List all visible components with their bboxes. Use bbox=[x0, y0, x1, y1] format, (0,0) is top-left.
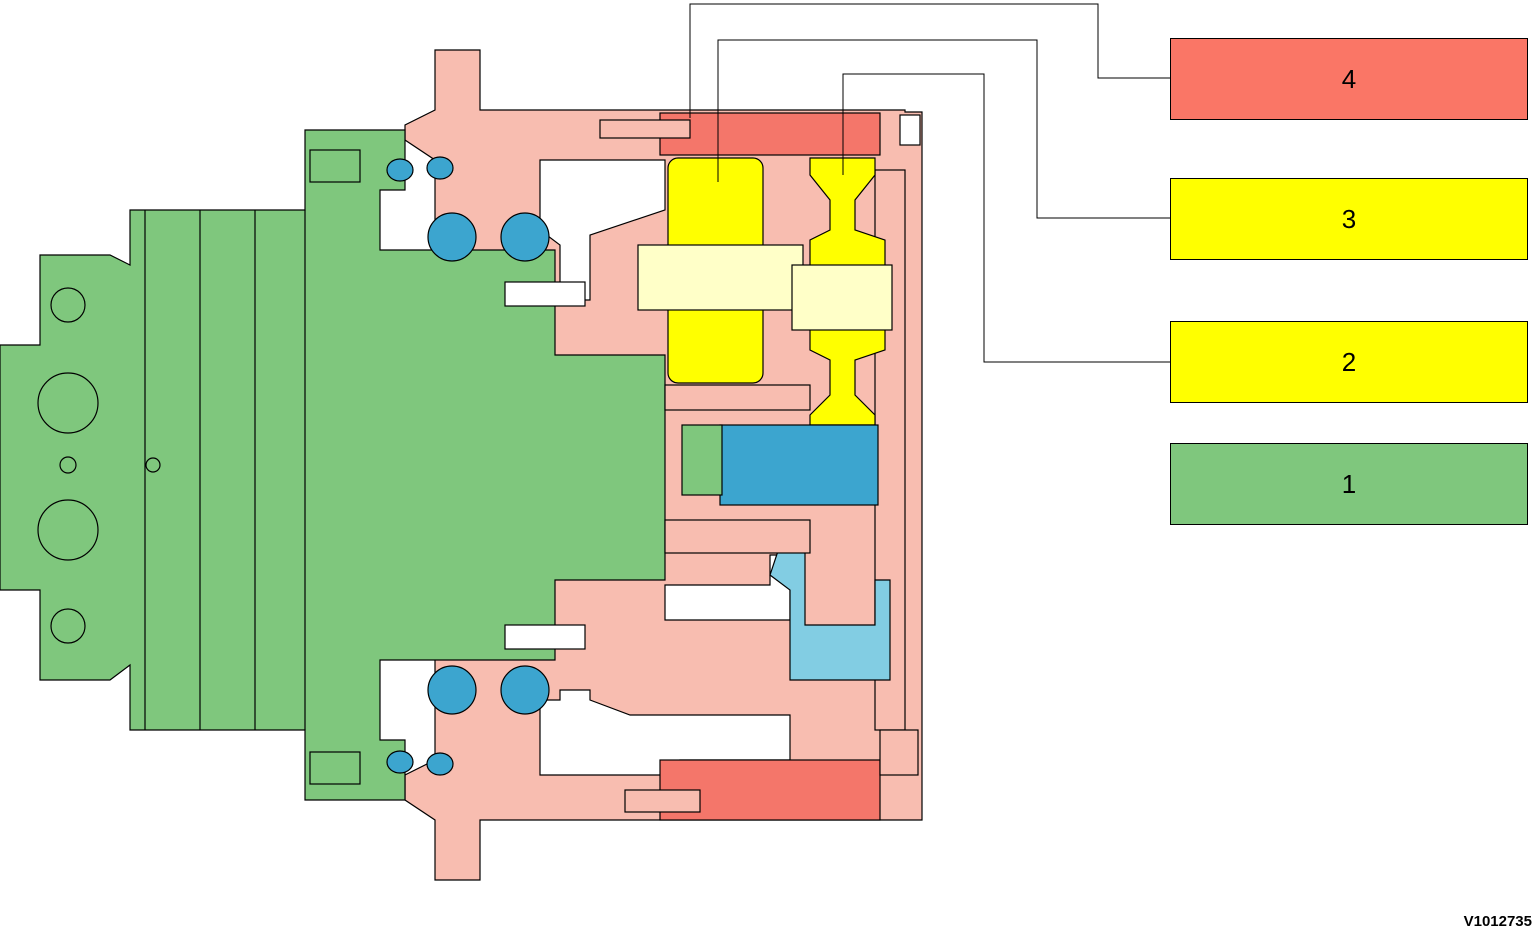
legend-item-planet-gear-2: 2 bbox=[1170, 321, 1528, 403]
main-bearing-3 bbox=[427, 665, 477, 715]
legend-item-ring-gear: 4 bbox=[1170, 38, 1528, 120]
main-bearing-1 bbox=[427, 212, 477, 262]
planet-pin-1 bbox=[637, 244, 804, 311]
housing-web bbox=[664, 384, 811, 411]
figure-id: V1012735 bbox=[1463, 913, 1532, 930]
leader-line-3 bbox=[717, 39, 1170, 219]
legend-label: 3 bbox=[1341, 203, 1357, 234]
motor-port-4 bbox=[50, 608, 86, 644]
sun-shaft-spline bbox=[681, 424, 723, 496]
housing-web-2 bbox=[664, 519, 811, 554]
motor-plug-2 bbox=[145, 457, 161, 473]
housing-cavity-bottom bbox=[539, 689, 791, 776]
legend-item-motor: 1 bbox=[1170, 443, 1528, 525]
seal-bearing-2 bbox=[426, 156, 454, 180]
seal-bearing-1 bbox=[386, 158, 414, 182]
housing-bolt-bottom bbox=[624, 789, 701, 813]
leader-line-2 bbox=[842, 73, 1170, 363]
hydraulic-motor bbox=[0, 129, 666, 801]
leader-line-4 bbox=[689, 3, 1170, 118]
sun-shaft bbox=[719, 424, 879, 506]
cover-bolt-bottom bbox=[879, 729, 919, 776]
motor-port-1 bbox=[50, 287, 86, 323]
ring-gear-top bbox=[659, 112, 881, 156]
cover-bolt-top bbox=[899, 114, 921, 146]
legend-label: 2 bbox=[1341, 346, 1357, 377]
planet-carrier bbox=[769, 544, 891, 681]
planet-pin-2 bbox=[791, 264, 893, 331]
legend-label: 4 bbox=[1341, 63, 1357, 94]
seal-bearing-4 bbox=[426, 752, 454, 776]
legend-label: 1 bbox=[1341, 468, 1357, 499]
main-bearing-2 bbox=[500, 212, 550, 262]
motor-port-3 bbox=[37, 499, 99, 561]
hub-bolt-bottom bbox=[504, 624, 586, 650]
hub-bolt-top bbox=[504, 281, 586, 307]
motor-plug bbox=[59, 456, 77, 474]
motor-bolt-top bbox=[309, 149, 361, 183]
main-bearing-4 bbox=[500, 665, 550, 715]
seal-bearing-3 bbox=[386, 750, 414, 774]
legend-item-planet-gear-1: 3 bbox=[1170, 178, 1528, 260]
motor-port-2 bbox=[37, 372, 99, 434]
motor-bolt-bottom bbox=[309, 751, 361, 785]
housing-bolt-top bbox=[599, 119, 691, 139]
